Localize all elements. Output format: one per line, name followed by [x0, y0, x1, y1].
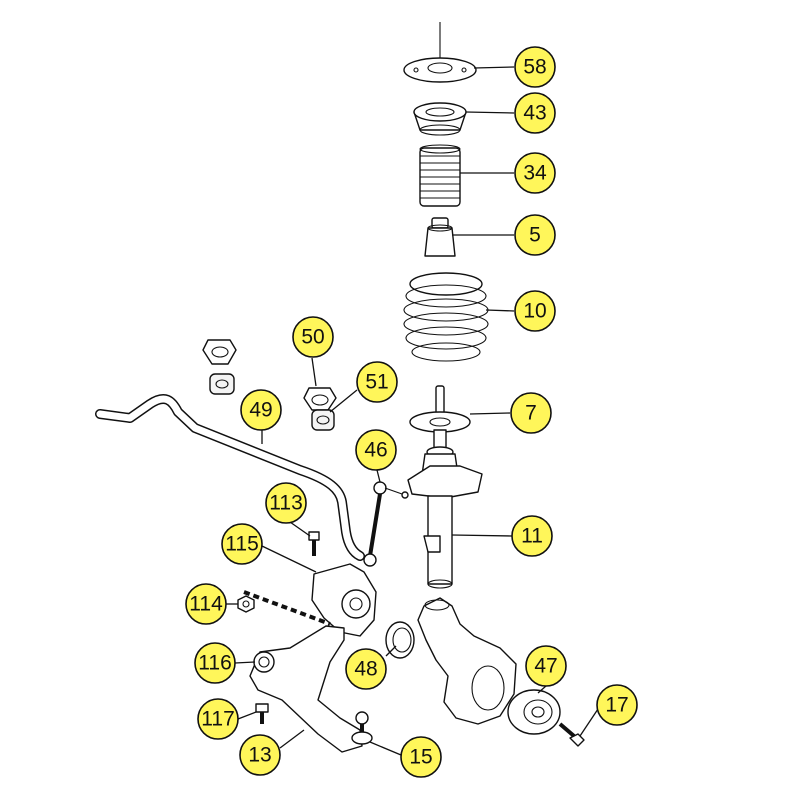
- callout-13: 13: [239, 734, 281, 776]
- leader-17: [579, 705, 601, 737]
- leader-46: [376, 469, 381, 483]
- leader-51: [329, 389, 358, 413]
- part-spring-seat: [409, 385, 471, 433]
- callout-5-label: 5: [529, 224, 541, 247]
- leader-116: [234, 661, 256, 664]
- part-nut-114: [237, 590, 331, 626]
- part-anti-roll-bar-bush: [209, 373, 335, 431]
- callout-58-label: 58: [523, 56, 546, 79]
- callout-114: 114: [185, 583, 227, 625]
- callout-113-label: 113: [269, 492, 302, 515]
- callout-34-label: 34: [523, 162, 547, 185]
- callout-11: 11: [511, 515, 553, 557]
- callout-116: 116: [194, 642, 236, 684]
- part-drop-link: [363, 481, 409, 567]
- callout-11-label: 11: [521, 525, 543, 548]
- leader-48: [385, 645, 397, 657]
- part-arm-bracket: [311, 563, 377, 637]
- leader-13: [279, 729, 305, 749]
- leader-47: [537, 685, 547, 694]
- leader-58: [473, 66, 515, 69]
- callout-15-label: 15: [409, 746, 432, 769]
- part-shock-absorber: [407, 429, 483, 589]
- part-dust-boot: [419, 144, 461, 207]
- part-lower-control-arm: [249, 625, 363, 753]
- part-coil-spring: [403, 272, 489, 362]
- callout-48: 48: [345, 648, 387, 690]
- part-wheel-hub: [507, 689, 561, 735]
- part-bump-stop: [424, 217, 456, 257]
- callout-7-label: 7: [525, 402, 537, 425]
- part-bolt-117: [255, 703, 269, 724]
- callout-51: 51: [356, 361, 398, 403]
- leader-113: [289, 521, 311, 537]
- callout-49: 49: [240, 389, 282, 431]
- part-hub-bolt: [558, 722, 585, 747]
- callout-43: 43: [514, 92, 556, 134]
- leader-115: [261, 545, 317, 573]
- callout-58: 58: [514, 46, 556, 88]
- callout-46: 46: [355, 429, 397, 471]
- callout-113: 113: [265, 482, 307, 524]
- part-steering-knuckle: [417, 597, 517, 725]
- callout-10: 10: [514, 290, 556, 332]
- callout-51-label: 51: [365, 371, 388, 394]
- callout-13-label: 13: [248, 744, 271, 767]
- leader-10: [485, 309, 515, 312]
- leader-11: [451, 534, 513, 537]
- callout-49-label: 49: [249, 399, 272, 422]
- callout-15: 15: [400, 736, 442, 778]
- callout-114-label: 114: [189, 593, 223, 616]
- callout-17-label: 17: [605, 694, 628, 717]
- leader-15: [369, 741, 402, 756]
- leader-43: [465, 111, 515, 114]
- callout-17: 17: [596, 684, 638, 726]
- part-strut-top-mount: [403, 22, 477, 83]
- callout-34: 34: [514, 152, 556, 194]
- callout-48-label: 48: [354, 658, 377, 681]
- part-strut-bearing: [413, 102, 467, 136]
- callout-10-label: 10: [523, 300, 546, 323]
- leader-7: [469, 412, 511, 415]
- leader-lines: [226, 66, 601, 756]
- callout-117-label: 117: [201, 708, 234, 731]
- part-bolt-113: [308, 531, 320, 556]
- callout-115: 115: [221, 523, 263, 565]
- callout-46-label: 46: [364, 439, 387, 462]
- callout-43-label: 43: [523, 102, 546, 125]
- callout-50: 50: [292, 316, 334, 358]
- leader-50: [311, 357, 317, 387]
- callout-47: 47: [525, 645, 567, 687]
- callout-47-label: 47: [534, 655, 557, 678]
- callout-117: 117: [197, 698, 239, 740]
- callout-5: 5: [514, 214, 556, 256]
- callout-7: 7: [510, 392, 552, 434]
- callout-116-label: 116: [198, 652, 231, 675]
- part-anti-roll-bar-clamp: [202, 339, 337, 411]
- callout-50-label: 50: [301, 326, 324, 349]
- part-ball-joint: [351, 711, 373, 745]
- part-anti-roll-bar: [95, 393, 365, 561]
- callout-115-label: 115: [225, 533, 258, 556]
- leader-117: [237, 711, 257, 720]
